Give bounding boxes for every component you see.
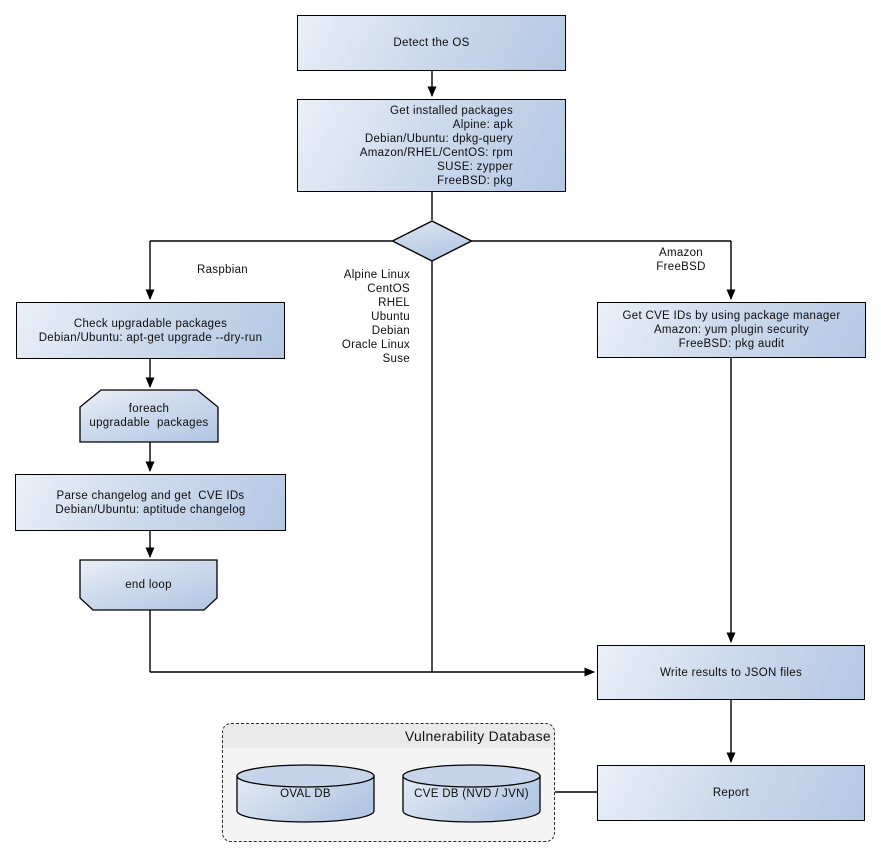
edge-label-raspbian-text: Raspbian: [197, 264, 248, 276]
cve-db-cylinder: [402, 764, 541, 823]
arrow-connectors: [145, 71, 736, 763]
end-loop-text: end loop: [125, 579, 172, 591]
oval-db-label: OVAL DB: [237, 782, 374, 806]
oval-db-cylinder-top: [236, 764, 375, 788]
node-detect-os-label: Detect the OS: [393, 37, 470, 49]
oval-db-text: OVAL DB: [280, 788, 331, 800]
group-title: Vulnerability Database: [223, 724, 554, 748]
foreach-loop-shape: [79, 389, 219, 443]
oval-db-cylinder: [236, 764, 375, 823]
node-detect-os: Detect the OS: [297, 15, 566, 71]
node-report: Report: [597, 765, 865, 821]
cve-db-label: CVE DB (NVD / JVN): [403, 782, 540, 806]
os-decision-diamond: [390, 220, 474, 262]
node-write-results-label: Write results to JSON files: [659, 666, 803, 679]
cve-db-cylinder-top: [402, 764, 541, 788]
node-write-results: Write results to JSON files: [597, 645, 865, 700]
node-report-label: Report: [712, 787, 750, 799]
edge-label-raspbian: Raspbian: [175, 263, 270, 277]
connectors: [149, 192, 731, 793]
end-loop-label: end loop: [80, 560, 217, 610]
cve-db-text: CVE DB (NVD / JVN): [414, 788, 529, 800]
end-loop-shape: [79, 559, 218, 611]
